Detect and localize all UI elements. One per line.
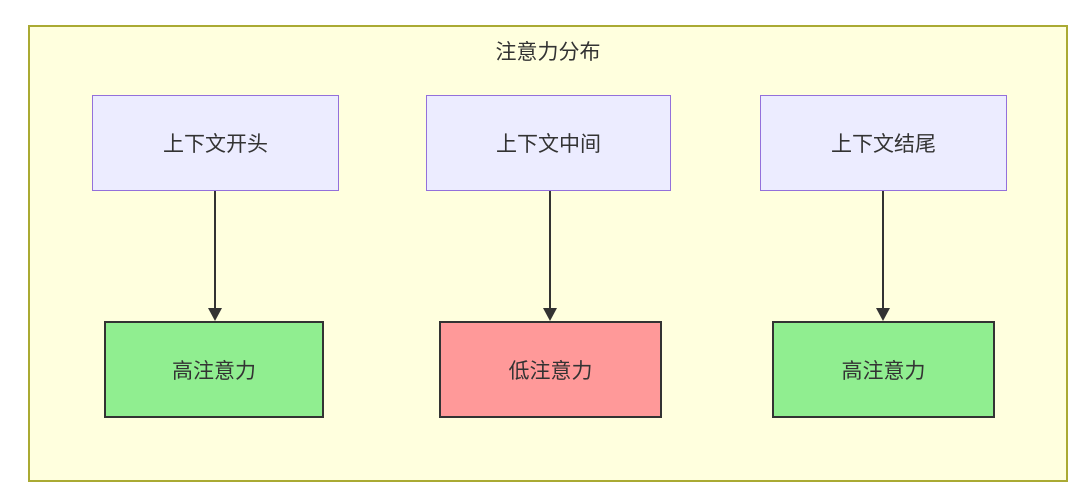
- node-context-middle: 上下文中间: [426, 95, 671, 191]
- node-result-start: 高注意力: [104, 321, 324, 418]
- node-result-end-label: 高注意力: [841, 358, 926, 383]
- arrow-start-to-result: [208, 191, 222, 321]
- arrow-shaft: [882, 191, 884, 309]
- attention-distribution-frame: 注意力分布 上下文开头 高注意力 上下文中间 低注意力 上下文结尾: [28, 25, 1068, 482]
- arrow-middle-to-result: [543, 191, 557, 321]
- node-context-middle-label: 上下文中间: [496, 132, 601, 156]
- arrow-end-to-result: [876, 191, 890, 321]
- node-result-end: 高注意力: [772, 321, 995, 418]
- node-result-middle: 低注意力: [439, 321, 662, 418]
- node-result-start-label: 高注意力: [172, 358, 256, 383]
- node-result-middle-label: 低注意力: [508, 358, 593, 383]
- arrowhead-down-icon: [543, 308, 557, 321]
- arrowhead-down-icon: [876, 308, 890, 321]
- diagram-title: 注意力分布: [495, 40, 601, 64]
- node-context-end-label: 上下文结尾: [831, 132, 936, 156]
- node-context-start: 上下文开头: [92, 95, 339, 191]
- node-context-start-label: 上下文开头: [163, 132, 268, 156]
- arrow-shaft: [549, 191, 551, 309]
- arrowhead-down-icon: [208, 308, 222, 321]
- arrow-shaft: [214, 191, 216, 309]
- node-context-end: 上下文结尾: [760, 95, 1007, 191]
